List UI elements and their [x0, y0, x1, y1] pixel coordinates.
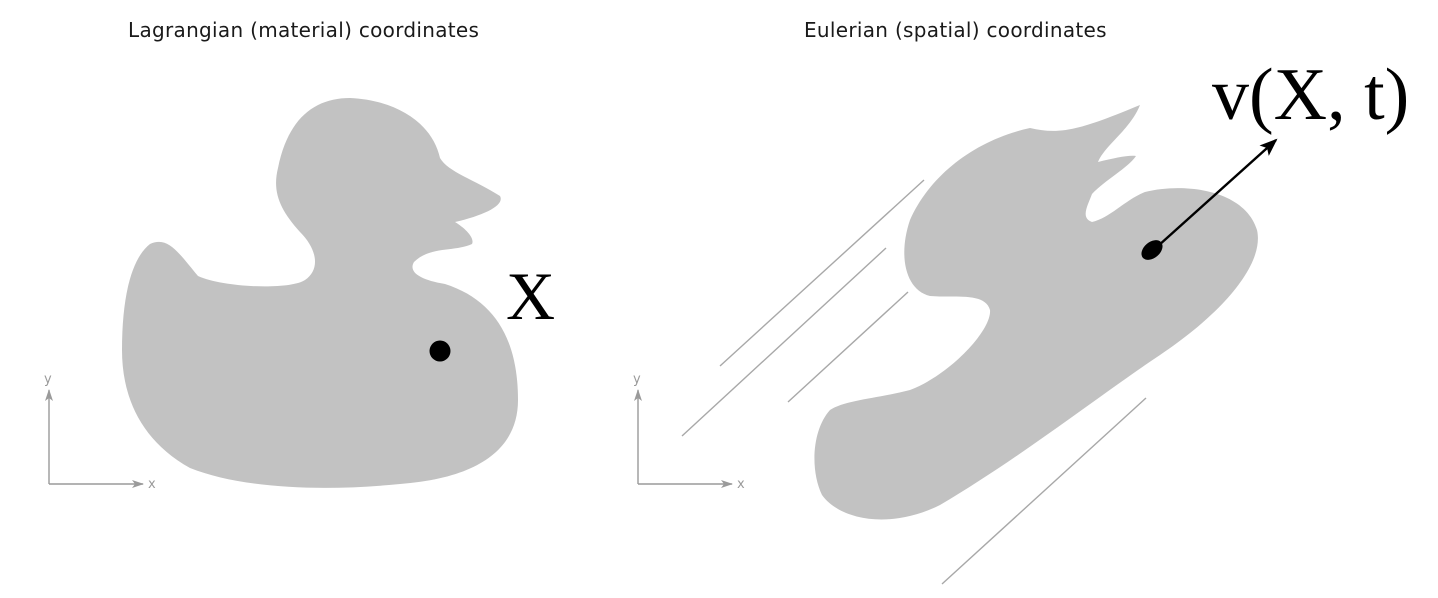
- eulerian-panel: x y: [633, 105, 1278, 585]
- motion-lines: [681, 179, 1147, 585]
- motion-line: [719, 179, 925, 367]
- left-axes: [45, 389, 144, 488]
- lagrangian-panel: x y: [44, 98, 518, 492]
- motion-line: [787, 291, 909, 403]
- material-point-X: [429, 340, 451, 362]
- motion-line: [681, 247, 887, 437]
- left-x-axis-label: x: [148, 477, 156, 492]
- lagrangian-title: Lagrangian (material) coordinates: [128, 18, 480, 42]
- right-axes: [634, 389, 733, 488]
- duck-deformed-shape: [814, 105, 1258, 520]
- point-X-label: X: [506, 258, 556, 334]
- motion-line: [941, 397, 1147, 585]
- velocity-label: v(X, t): [1212, 54, 1410, 136]
- velocity-arrow: [1157, 138, 1278, 247]
- right-y-axis-label: y: [633, 372, 641, 387]
- duck-reference-shape: [122, 98, 518, 488]
- eulerian-title: Eulerian (spatial) coordinates: [804, 18, 1107, 42]
- right-x-axis-label: x: [737, 477, 745, 492]
- left-y-axis-label: y: [44, 372, 52, 387]
